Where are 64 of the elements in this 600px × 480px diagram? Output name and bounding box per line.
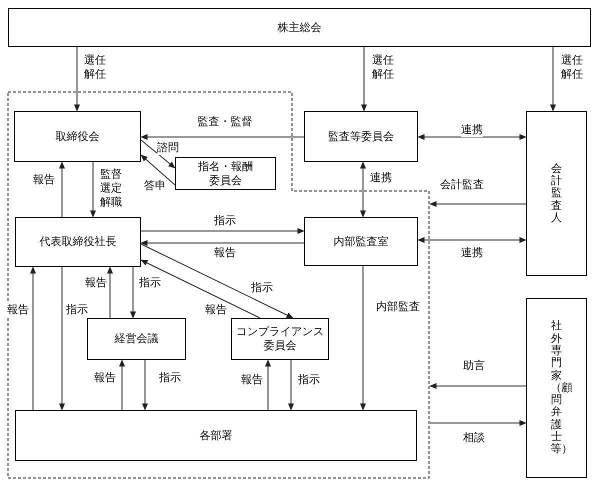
arrow [59, 162, 65, 218]
arrow [142, 360, 148, 410]
arrow [130, 266, 136, 318]
org-box: 株主総会 [8, 8, 591, 47]
org-box: 会計監査人 [526, 111, 587, 276]
edge-label: 報告 [85, 276, 107, 290]
org-box: 指名・報酬委員会 [175, 157, 276, 190]
org-box: 代表取締役社長 [15, 217, 141, 267]
edge-label: 連携 [461, 246, 483, 260]
org-box: 内部監査室 [304, 217, 418, 266]
org-box: 取締役会 [14, 111, 141, 162]
arrow [265, 360, 271, 410]
arrow [140, 228, 304, 234]
edge-label: 助言 [463, 359, 485, 373]
edge-label: 報告 [214, 246, 236, 260]
arrow [59, 266, 65, 410]
arrow [30, 266, 36, 410]
edge-label: 会計監査 [440, 178, 484, 192]
arrow [74, 46, 80, 112]
edge-label: 指示 [298, 373, 320, 387]
arrow [140, 240, 304, 246]
edge-label: 指示 [251, 281, 273, 295]
arrow [418, 237, 526, 243]
arrow [550, 46, 556, 112]
edge-label: 答申 [144, 179, 166, 193]
arrow [288, 360, 294, 410]
org-box: 社外専門家（顧問弁護士等） [526, 298, 587, 478]
edge-label: 選任解任 [560, 53, 584, 81]
edge-label: 諮問 [157, 141, 179, 155]
edge-label: 報告 [205, 303, 227, 317]
arrow [430, 201, 526, 207]
arrow [140, 134, 304, 140]
arrow [360, 266, 366, 410]
org-box: 監査等委員会 [304, 111, 418, 162]
edge-label: 連携 [370, 171, 392, 185]
org-box: コンプライアンス委員会 [231, 318, 329, 360]
edge-label: 指示 [66, 303, 88, 317]
edge-label: 監査・監督 [198, 115, 252, 129]
edge-label: 報告 [7, 303, 29, 317]
edge-label: 報告 [33, 173, 55, 187]
edge-label: 選任解任 [82, 53, 108, 81]
org-box: 経営会議 [87, 318, 186, 360]
edge-label: 指示 [214, 214, 236, 228]
edge-label: 指示 [159, 371, 181, 385]
edge-label: 選任解任 [370, 53, 396, 81]
edge-label: 監督選定解職 [98, 167, 124, 209]
arrow [140, 244, 294, 318]
arrow [140, 260, 260, 318]
arrow [140, 140, 176, 168]
edge-label: 相談 [463, 431, 485, 445]
arrow [119, 360, 125, 410]
arrow [430, 420, 526, 426]
edge-label: 連携 [461, 123, 483, 137]
arrow [360, 162, 366, 218]
arrow [107, 266, 113, 318]
org-box: 各部署 [15, 410, 417, 461]
arrow [140, 154, 176, 186]
edge-label: 報告 [241, 373, 263, 387]
edge-label: 報告 [94, 371, 116, 385]
edge-label: 内部監査 [376, 300, 420, 314]
edge-label: 指示 [139, 276, 161, 290]
arrow [361, 46, 367, 112]
arrow [430, 383, 526, 389]
arrow [90, 162, 96, 218]
